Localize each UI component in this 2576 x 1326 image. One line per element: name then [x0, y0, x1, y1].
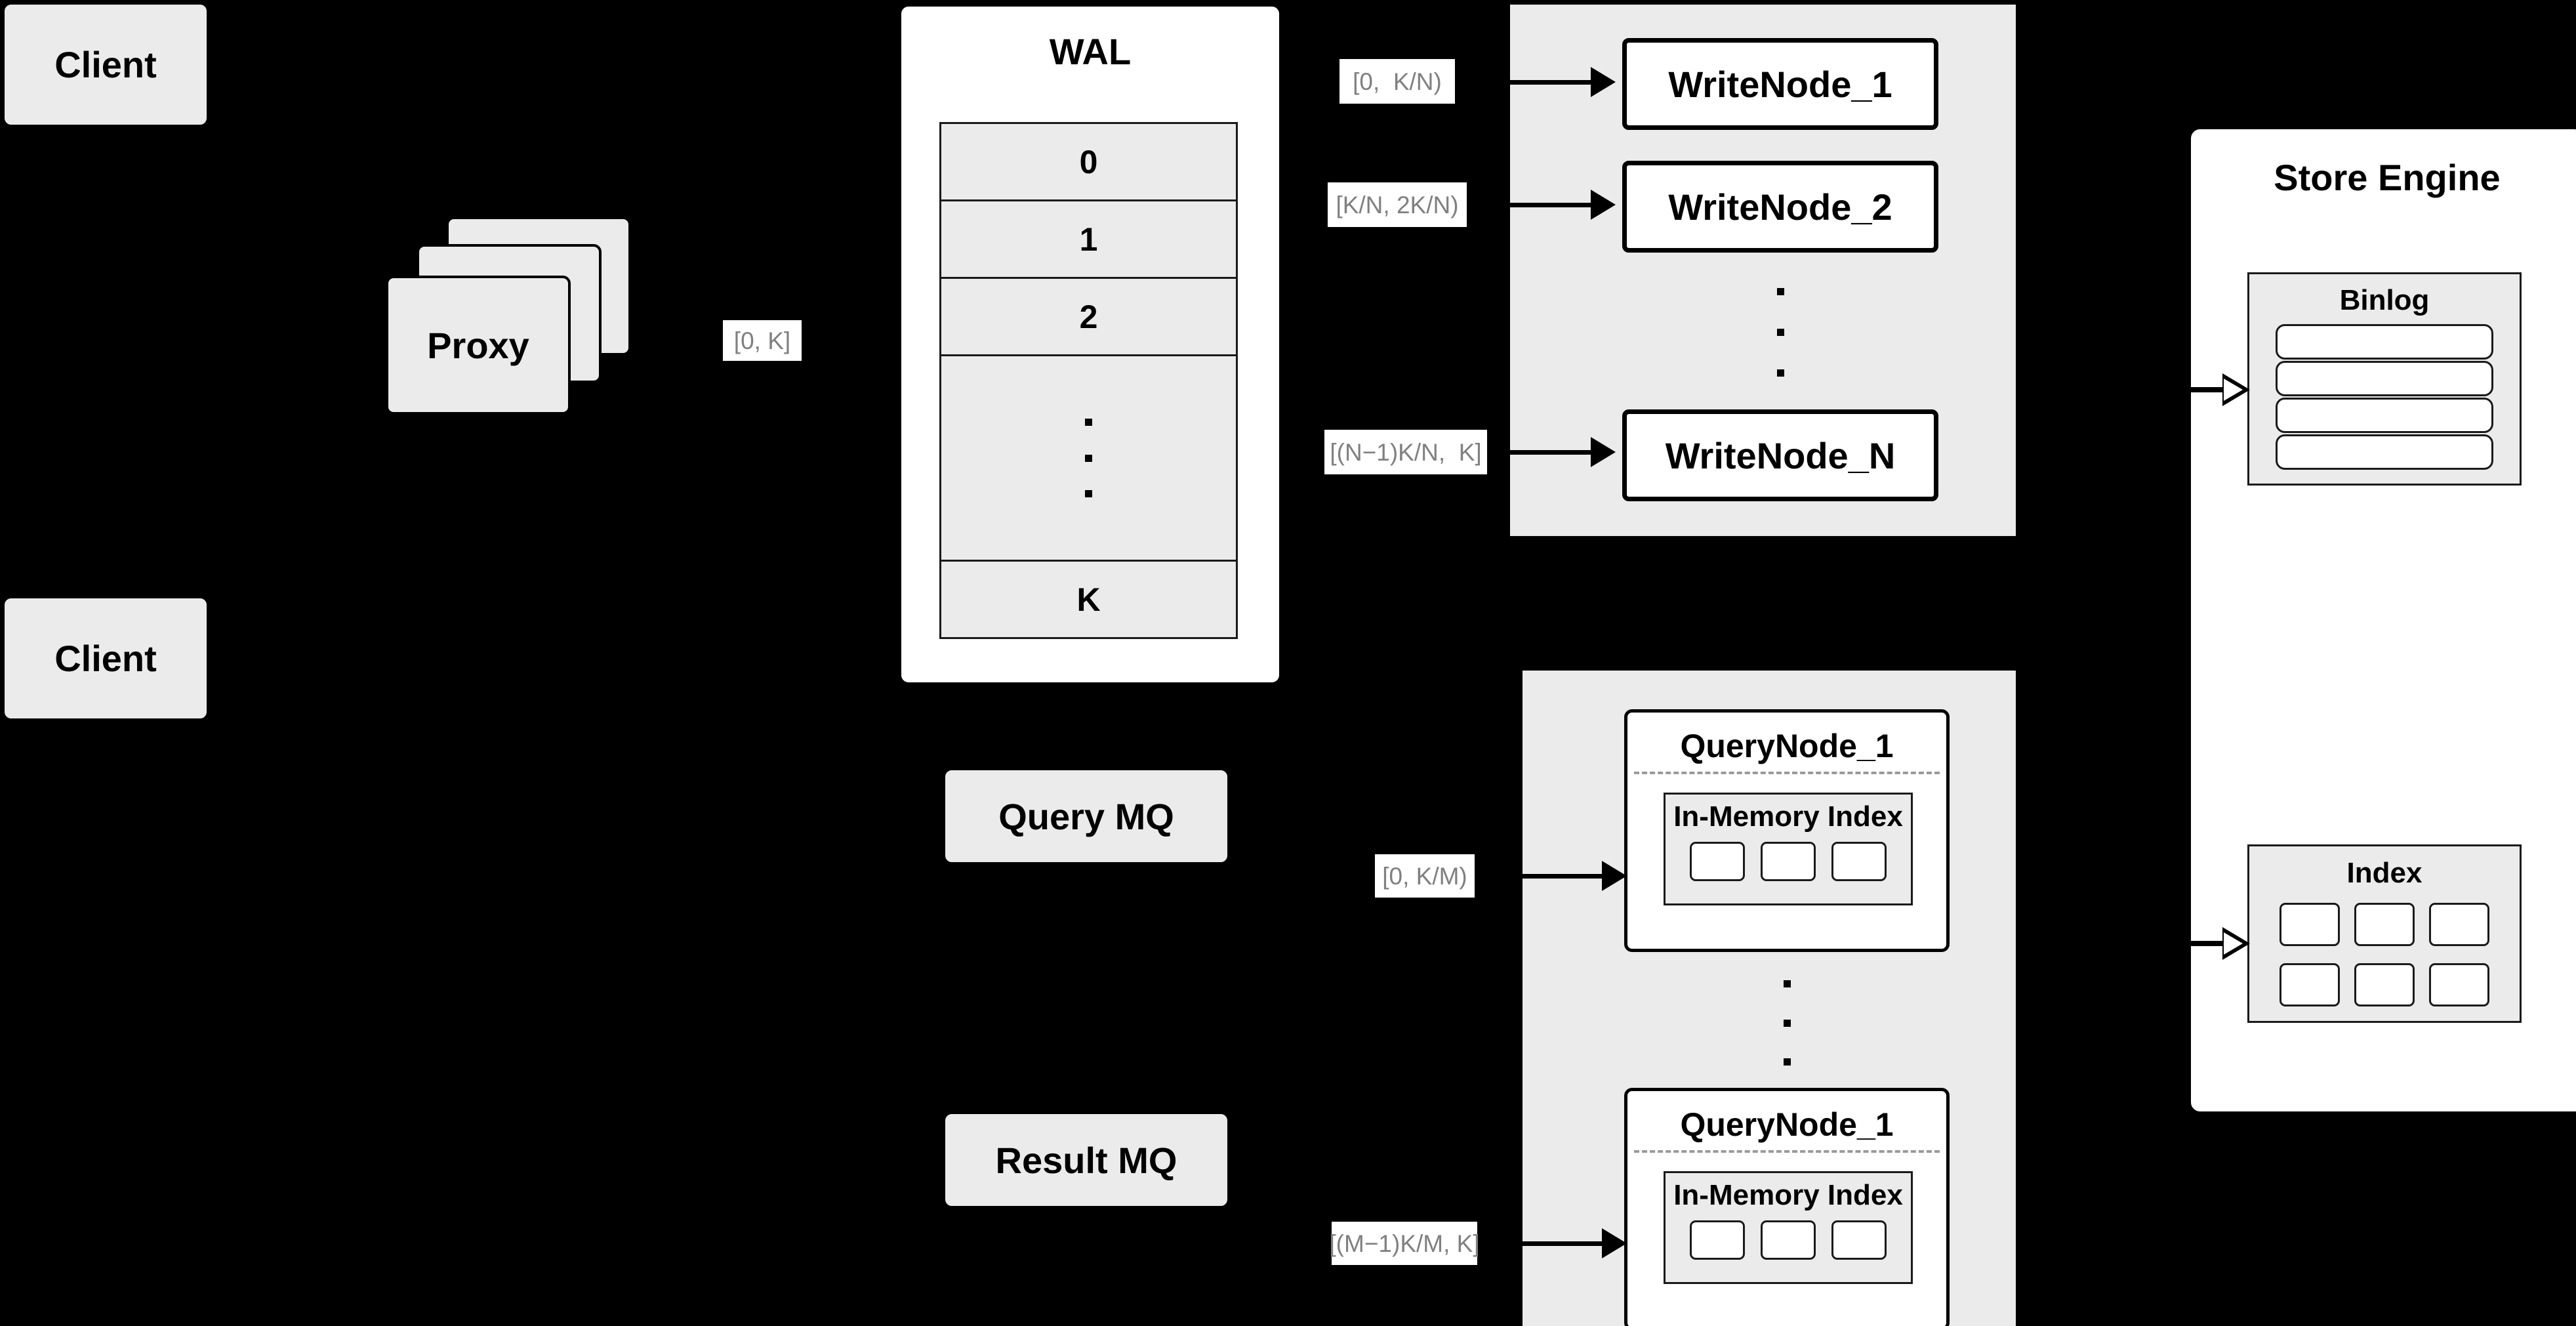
binlog-row[interactable] — [2276, 361, 2493, 396]
in-memory-index-slots — [1666, 842, 1911, 881]
write-node-ellipsis — [1622, 275, 1938, 390]
wal-entry-0[interactable]: 0 — [939, 122, 1238, 201]
arrow-to-query-node-1 — [1503, 861, 1635, 891]
proxy-range-label: [0, K] — [723, 320, 802, 361]
index-slot[interactable] — [1761, 842, 1816, 881]
index-slot[interactable] — [2429, 963, 2489, 1006]
proxy-label: Proxy — [427, 324, 529, 366]
binlog-row[interactable] — [2276, 434, 2493, 470]
query-node-2-range-label: [(M−1)K/M, K] — [1329, 1222, 1480, 1265]
index-slot[interactable] — [2354, 903, 2415, 946]
client-box-1[interactable]: Client — [5, 5, 207, 125]
wal-title: WAL — [1049, 30, 1132, 72]
arrow-to-write-node-1 — [1489, 67, 1624, 97]
arrow-head-open-icon — [2222, 927, 2250, 960]
query-mq-box[interactable]: Query MQ — [945, 770, 1227, 862]
binlog-title: Binlog — [2339, 284, 2430, 316]
proxy-stack[interactable]: Proxy — [380, 217, 663, 433]
binlog-row[interactable] — [2276, 398, 2493, 433]
vertical-ellipsis-icon — [1776, 288, 1784, 377]
query-node-2-in-memory-index: In-Memory Index — [1664, 1171, 1913, 1284]
wal-entry-k[interactable]: K — [939, 562, 1238, 639]
result-mq-box[interactable]: Result MQ — [945, 1114, 1227, 1206]
write-node-n[interactable]: WriteNode_N — [1622, 409, 1938, 501]
write-node-1-range-label: [0, K/N) — [1339, 59, 1455, 104]
store-engine-panel: Store Engine Binlog Index — [2188, 127, 2576, 1114]
write-node-1[interactable]: WriteNode_1 — [1622, 38, 1938, 130]
index-panel: Index — [2247, 844, 2522, 1023]
vertical-ellipsis-icon — [1085, 419, 1092, 497]
query-node-1[interactable]: QueryNode_1 In-Memory Index — [1624, 709, 1950, 952]
wal-panel: WAL 0 1 2 K — [898, 3, 1282, 686]
index-slot[interactable] — [1690, 1220, 1745, 1260]
client-label-1: Client — [54, 44, 157, 85]
index-slot[interactable] — [2280, 903, 2340, 946]
index-slot-grid — [2249, 903, 2520, 1006]
query-node-1-separator — [1627, 772, 1946, 774]
arrow-head-icon — [1602, 861, 1627, 891]
query-node-2-separator — [1627, 1150, 1946, 1153]
index-slot[interactable] — [1690, 842, 1745, 881]
arrow-head-icon — [1602, 1228, 1627, 1258]
store-engine-title: Store Engine — [2274, 156, 2501, 198]
arrow-head-icon — [1591, 190, 1616, 220]
index-slot[interactable] — [1831, 842, 1887, 881]
index-title: Index — [2346, 857, 2423, 889]
wal-entry-1[interactable]: 1 — [939, 201, 1238, 279]
write-node-2-range-label: [K/N, 2K/N) — [1328, 182, 1467, 227]
index-slot[interactable] — [1761, 1220, 1816, 1260]
write-node-n-range-label: [(N−1)K/N, K] — [1324, 430, 1487, 474]
query-node-group: QueryNode_1 In-Memory Index QueryNode_1 — [1523, 671, 2016, 1326]
arrow-head-open-icon — [2222, 373, 2250, 406]
arrow-to-binlog — [2190, 373, 2262, 407]
client-box-2[interactable]: Client — [5, 598, 207, 718]
vertical-ellipsis-icon — [1783, 980, 1791, 1066]
in-memory-index-title: In-Memory Index — [1673, 800, 1903, 833]
index-slot-row — [2280, 903, 2489, 946]
wal-entry-list: 0 1 2 K — [939, 122, 1238, 639]
result-mq-label: Result MQ — [995, 1139, 1177, 1181]
query-mq-label: Query MQ — [998, 795, 1174, 837]
query-node-2-title: QueryNode_1 — [1680, 1106, 1894, 1143]
query-node-1-range-label: [0, K/M) — [1375, 854, 1475, 898]
index-slot[interactable] — [2354, 963, 2415, 1006]
query-node-1-in-memory-index: In-Memory Index — [1664, 793, 1913, 905]
client-label-2: Client — [54, 638, 157, 679]
in-memory-index-slots — [1666, 1220, 1911, 1260]
proxy-card-front[interactable]: Proxy — [386, 276, 571, 415]
arrow-to-query-node-2 — [1503, 1228, 1635, 1258]
index-slot-row — [2280, 963, 2489, 1006]
query-node-2[interactable]: QueryNode_1 In-Memory Index — [1624, 1088, 1950, 1326]
binlog-row[interactable] — [2276, 324, 2493, 360]
binlog-panel: Binlog — [2247, 272, 2522, 486]
wal-entry-ellipsis — [939, 356, 1238, 562]
index-slot[interactable] — [1831, 1220, 1887, 1260]
arrow-to-write-node-2 — [1503, 190, 1625, 220]
index-slot[interactable] — [2280, 963, 2340, 1006]
binlog-rows — [2249, 324, 2520, 470]
query-node-1-title: QueryNode_1 — [1680, 728, 1894, 764]
in-memory-index-title: In-Memory Index — [1673, 1179, 1903, 1211]
arrow-head-icon — [1591, 437, 1616, 467]
query-node-ellipsis — [1624, 967, 1950, 1079]
arrow-head-icon — [1591, 67, 1616, 97]
arrow-to-index — [2190, 926, 2262, 961]
wal-entry-2[interactable]: 2 — [939, 279, 1238, 356]
write-node-2[interactable]: WriteNode_2 — [1622, 161, 1938, 253]
arrow-to-write-node-n — [1503, 437, 1625, 467]
index-slot[interactable] — [2429, 903, 2489, 946]
